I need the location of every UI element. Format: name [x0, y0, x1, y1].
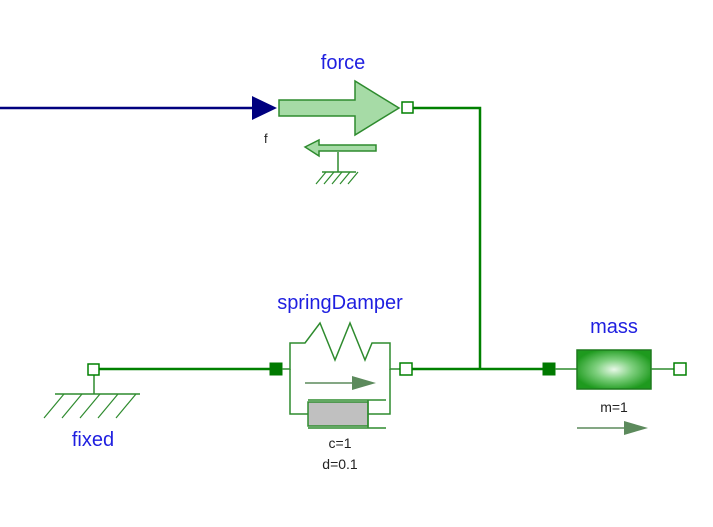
- mass-flange-b-port[interactable]: [673, 362, 687, 376]
- damper-left-link: [289, 369, 308, 415]
- mass-flange-a-port[interactable]: [542, 362, 556, 376]
- spring-damper-flange-b-port[interactable]: [399, 362, 413, 376]
- spring-damper-flange-a-port[interactable]: [269, 362, 283, 376]
- fixed-block[interactable]: [43, 375, 140, 419]
- damper-piston-icon: [307, 401, 369, 427]
- damper-right-link: [368, 369, 391, 415]
- fixed-flange-port[interactable]: [87, 363, 100, 376]
- spring-damper-param-c: c=1: [329, 435, 352, 451]
- force-block[interactable]: [278, 79, 401, 185]
- spring-damper-param-d: d=0.1: [322, 456, 358, 472]
- mass-body-icon[interactable]: [576, 349, 652, 390]
- fixed-name: fixed: [72, 429, 114, 451]
- mass-direction-arrow-icon: [624, 421, 648, 435]
- spring-damper-block[interactable]: [282, 321, 400, 429]
- spring-icon: [282, 321, 400, 370]
- force-input-label: f: [264, 131, 268, 146]
- force-name: force: [321, 52, 365, 74]
- force-connection[interactable]: [413, 106, 482, 369]
- mass-name: mass: [590, 316, 638, 338]
- fixed-ground-hatch-icon: [43, 393, 137, 419]
- force-input-arrow-icon[interactable]: [252, 96, 277, 120]
- mass-param-m: m=1: [600, 399, 628, 415]
- spring-damper-direction-arrow-icon: [352, 376, 376, 390]
- force-support-arrow-icon: [303, 138, 377, 158]
- force-flange-port[interactable]: [401, 101, 414, 114]
- force-arrow-icon: [278, 79, 401, 137]
- spring-damper-name: springDamper: [277, 292, 403, 314]
- force-ground-hatch-icon: [315, 171, 359, 185]
